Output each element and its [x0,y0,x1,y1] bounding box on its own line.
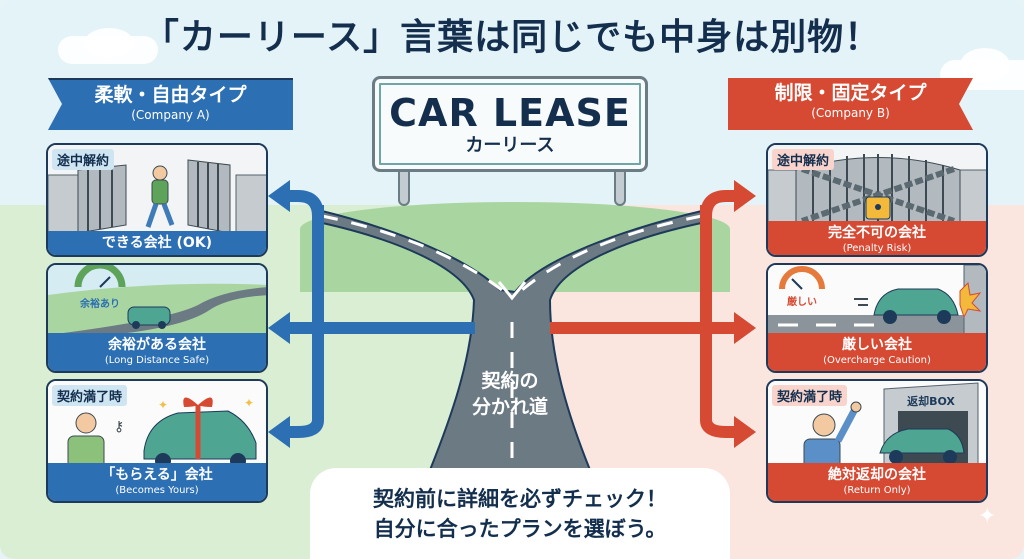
card-mileage-safe: 余裕あり 余裕がある会社 (Long Distance Safe) [46,263,268,373]
locked-gate-illustration [768,145,986,225]
footer-message: 契約前に詳細を必ずチェック！ 自分に合ったプランを選ぼう。 [310,468,730,559]
winding-road-illustration: 余裕あり [48,265,266,335]
card-caption-main: 厳しい会社 [842,337,912,353]
red-arrowhead [734,312,756,344]
company-b-subheading: (Company B) [811,106,890,120]
card-tag: 途中解約 [52,149,115,170]
gift-car-illustration: ⚷ ✦ ✦ [48,381,266,471]
blue-arrowhead [268,312,290,344]
card-caption: 「もらえる」会社 (Becomes Yours) [48,463,266,501]
road [317,208,707,471]
card-caption-main: できる会社 (OK) [101,235,213,251]
card-caption-sub: (Penalty Risk) [842,243,912,254]
footer-line1: 契約前に詳細を必ずチェック！ [373,487,667,511]
card-mileage-strict: 厳しい 厳しい会社 (Overcharge Caution) [766,263,988,373]
company-a-banner: 柔軟・自由タイプ (Company A) [48,78,293,130]
sign-post [398,172,410,206]
card-caption-main: 「もらえる」会社 [101,467,213,483]
sign-post [614,172,626,206]
sign-sub-text: カーリース [465,135,555,156]
gauge-label: 厳しい [787,295,817,308]
card-caption: 厳しい会社 (Overcharge Caution) [768,333,986,371]
road-label-line1: 契約の [481,370,539,392]
card-tag: 契約満了時 [52,385,128,406]
card-caption-sub: (Overcharge Caution) [823,355,931,366]
red-arrowhead [734,180,756,212]
blue-arrowhead [268,180,290,212]
card-caption-main: 余裕がある会社 [108,337,206,353]
company-b-heading: 制限・固定タイプ [774,82,927,104]
svg-text:✦: ✦ [244,396,254,410]
company-a-heading: 柔軟・自由タイプ [94,84,247,106]
sign-main-text: CAR LEASE [389,91,631,135]
road-label: 契約の 分かれ道 [450,368,570,420]
card-caption-main: 完全不可の会社 [828,225,926,241]
red-arrow-trunk [700,205,739,438]
blue-arrowhead [268,416,290,448]
card-tag: 契約満了時 [772,385,848,406]
car-lease-sign: CAR LEASE カーリース [372,76,648,172]
return-box-label: 返却BOX [907,394,955,408]
cloud [960,48,1010,82]
card-caption: 絶対返却の会社 (Return Only) [768,463,986,501]
footer-line2: 自分に合ったプランを選ぼう。 [373,517,667,541]
svg-text:✦: ✦ [158,398,168,412]
gauge-label: 余裕あり [79,297,120,310]
cloud [84,28,134,58]
company-b-banner: 制限・固定タイプ (Company B) [728,78,973,130]
blue-arrow-trunk [285,205,324,438]
card-caption: できる会社 (OK) [48,231,266,255]
hill [300,202,730,292]
card-caption-main: 絶対返却の会社 [828,467,926,483]
card-ownership: 契約満了時 ⚷ ✦ ✦ 「もらえる」会社 (Becomes Yours) [46,379,268,503]
key-icon: ⚷ [114,419,124,435]
card-caption-sub: (Long Distance Safe) [104,355,210,366]
card-tag: 途中解約 [772,149,835,170]
card-caption-sub: (Return Only) [843,485,911,496]
fork-marking [497,281,527,301]
card-caption: 余裕がある会社 (Long Distance Safe) [48,333,266,371]
crash-illustration: 厳しい [768,265,986,337]
card-early-termination-ok: 途中解約 できる会社 (OK) [46,143,268,257]
card-return-only: 契約満了時 返却BOX 絶対返却の会社 (Return Only) [766,379,988,503]
company-a-subheading: (Company A) [131,108,210,122]
red-arrowhead [734,416,756,448]
card-caption-sub: (Becomes Yours) [115,485,199,496]
page-title: 「カーリース」言葉は同じでも中身は別物！ [142,17,882,58]
card-caption: 完全不可の会社 (Penalty Risk) [768,221,986,255]
road-label-line2: 分かれ道 [471,396,548,418]
card-early-termination-prohibited: 途中解約 完全不可の会社 (Penalty Risk) [766,143,988,257]
sparkle-icon: ✦ [978,504,997,529]
